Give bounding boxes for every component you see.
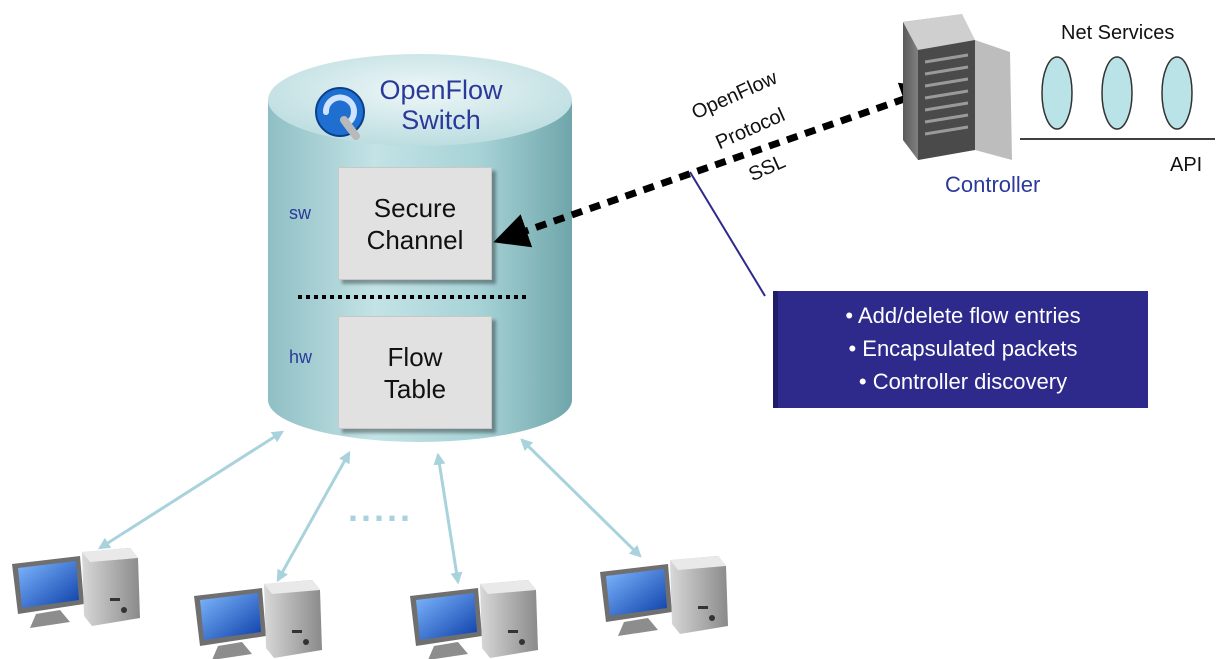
callout-line <box>689 171 766 297</box>
host-link-4 <box>520 438 642 558</box>
sw-tag: sw <box>289 203 311 223</box>
info-item-add-delete: • Add/delete flow entries <box>845 303 1081 328</box>
switch-title-line2: Switch <box>401 105 481 135</box>
desktop-computer-icon <box>12 548 140 628</box>
switch-title-line1: OpenFlow <box>379 75 503 105</box>
host-links <box>97 430 642 585</box>
net-service-oval <box>1161 56 1193 130</box>
desktop-computer-icon <box>600 556 728 636</box>
openflow-logo-icon <box>315 87 365 140</box>
more-hosts-ellipsis: ..... <box>348 488 414 529</box>
net-service-oval <box>1041 56 1073 130</box>
controller-messages-box: • Add/delete flow entries • Encapsulated… <box>773 291 1148 408</box>
net-services-group <box>1041 56 1193 130</box>
host-link-3 <box>433 452 463 585</box>
info-item-encapsulated: • Encapsulated packets <box>848 336 1078 361</box>
net-service-oval <box>1101 56 1133 130</box>
info-item-discovery: • Controller discovery <box>858 369 1068 394</box>
net-services-label: Net Services <box>1061 22 1175 44</box>
desktop-computer-icon <box>410 580 538 659</box>
secure-channel-box: Secure Channel <box>338 167 492 280</box>
api-label: API <box>1170 154 1203 176</box>
host-link-2 <box>276 450 351 583</box>
desktop-computer-icon <box>194 580 322 659</box>
controller-label: Controller <box>945 172 1041 197</box>
server-icon <box>903 14 1012 160</box>
hw-tag: hw <box>289 347 313 367</box>
flow-table-box: Flow Table <box>338 316 492 429</box>
host-link-1 <box>97 430 285 550</box>
switch-title: OpenFlow Switch <box>356 75 526 135</box>
